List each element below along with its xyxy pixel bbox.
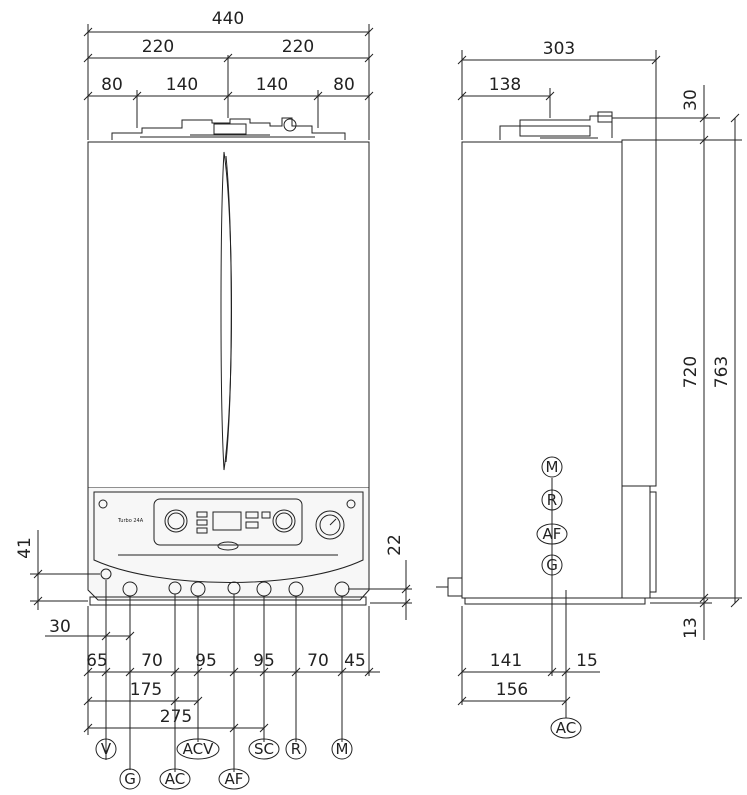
dim-30-side: 30 <box>681 89 701 111</box>
top-fitting <box>112 118 345 140</box>
dim-220-left: 220 <box>142 37 174 57</box>
dim-140-right: 140 <box>256 75 288 95</box>
bubble-r <box>286 739 306 759</box>
dim-141: 141 <box>490 651 522 671</box>
dim-156: 156 <box>496 680 528 700</box>
side-top-fitting <box>500 116 612 140</box>
front-dimension-labels: 440 220 220 80 140 140 80 41 30 22 65 70… <box>15 9 405 727</box>
dim-80-right: 80 <box>333 75 355 95</box>
conn-label-ac: AC <box>165 770 185 788</box>
side-conn-r: R <box>547 491 557 509</box>
conn-stub-v <box>101 569 111 579</box>
dim-763: 763 <box>712 356 732 388</box>
top-bolt <box>284 119 296 131</box>
conn-label-g: G <box>124 770 136 788</box>
dim-95-a: 95 <box>195 651 217 671</box>
side-conn-ac: AC <box>556 719 576 737</box>
dim-95-b: 95 <box>253 651 275 671</box>
side-bubble-g <box>542 555 562 575</box>
dim-140-left: 140 <box>166 75 198 95</box>
dim-138: 138 <box>489 75 521 95</box>
side-conn-af: AF <box>543 525 562 543</box>
dim-220-right: 220 <box>282 37 314 57</box>
dim-175: 175 <box>130 680 162 700</box>
dim-41: 41 <box>15 537 35 559</box>
side-bubble-m <box>542 457 562 477</box>
display-screen <box>213 512 241 530</box>
dim-45: 45 <box>344 651 366 671</box>
bubble-acv <box>177 739 219 759</box>
side-conn-m: M <box>546 458 559 476</box>
right-knob <box>273 510 295 532</box>
conn-label-v: V <box>101 740 112 758</box>
conn-label-sc: SC <box>254 740 274 758</box>
side-bubble-af <box>537 524 567 544</box>
side-dimension-labels: 303 138 30 720 763 13 141 15 156 <box>489 39 732 700</box>
control-bezel <box>154 499 302 545</box>
dim-30-front: 30 <box>49 617 71 637</box>
conn-label-af: AF <box>225 770 244 788</box>
front-connection-labels: V G AC ACV AF SC R M <box>101 740 349 788</box>
dim-440: 440 <box>212 9 244 29</box>
dim-70-b: 70 <box>307 651 329 671</box>
dim-13: 13 <box>681 617 701 639</box>
dim-70-a: 70 <box>141 651 163 671</box>
bubble-sc <box>249 739 279 759</box>
dim-65: 65 <box>86 651 108 671</box>
bubble-ac <box>160 769 190 789</box>
side-pipe-stub <box>448 578 462 596</box>
side-casing <box>462 142 622 598</box>
side-bubble-r <box>542 490 562 510</box>
pressure-gauge <box>316 511 344 539</box>
side-conn-g: G <box>546 556 558 574</box>
conn-label-r: R <box>291 740 301 758</box>
bubble-af <box>219 769 249 789</box>
left-knob <box>165 510 187 532</box>
conn-label-acv: ACV <box>183 740 214 758</box>
dim-303: 303 <box>543 39 575 59</box>
brand-logo-badge <box>218 542 238 550</box>
bubble-g <box>120 769 140 789</box>
bubble-v <box>96 739 116 759</box>
conn-label-m: M <box>336 740 349 758</box>
front-view <box>30 24 412 789</box>
control-panel-inner <box>94 492 363 583</box>
top-flue-block <box>214 124 246 134</box>
control-panel <box>88 488 369 600</box>
bubble-m <box>332 739 352 759</box>
dim-22: 22 <box>385 534 405 556</box>
side-bubble-ac <box>551 718 581 738</box>
side-connection-labels: M R AF G AC <box>543 458 577 737</box>
side-view <box>436 50 742 738</box>
dim-80-left: 80 <box>101 75 123 95</box>
panel-brand: Turbo 24A <box>117 518 144 524</box>
side-cover <box>622 140 656 486</box>
dim-15: 15 <box>576 651 598 671</box>
dim-720: 720 <box>681 356 701 388</box>
dim-275: 275 <box>160 707 192 727</box>
